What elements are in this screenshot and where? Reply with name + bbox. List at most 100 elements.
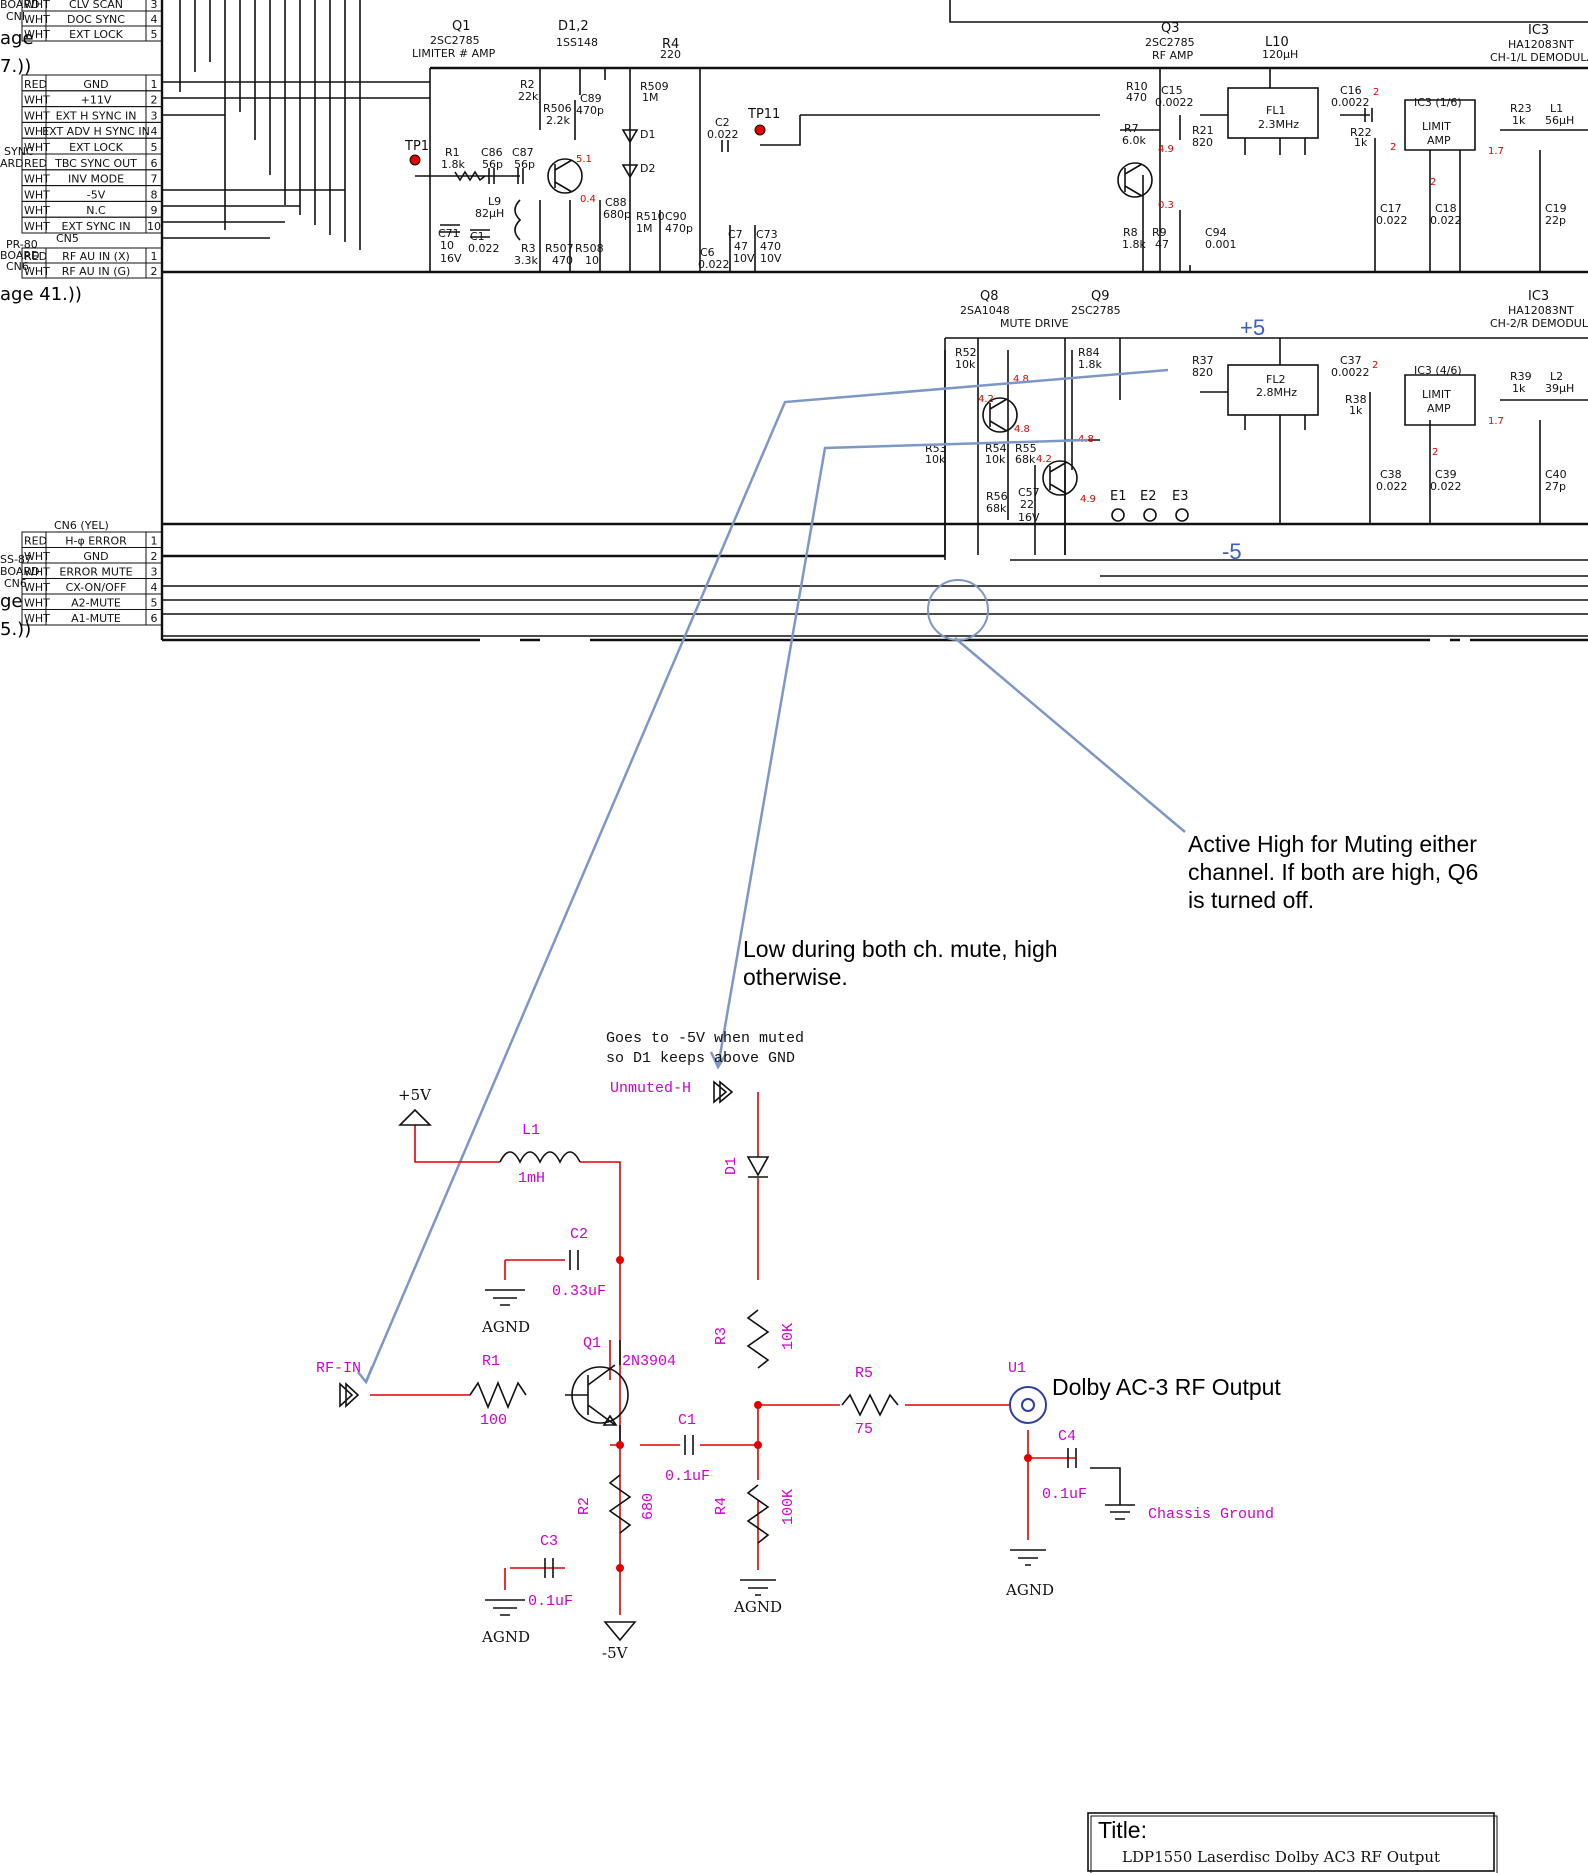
label-d12-part: 1SS148 bbox=[556, 36, 598, 49]
voltage-reading: 4.8 bbox=[1013, 374, 1029, 385]
label-r22: R22 bbox=[1350, 126, 1372, 139]
label-r54-val: 10k bbox=[985, 453, 1006, 466]
label-c90: C90 bbox=[665, 210, 687, 223]
cn6-wire-color: WHT bbox=[24, 612, 50, 625]
label-r508: R508 bbox=[575, 242, 604, 255]
q1-part-label: 2N3904 bbox=[622, 1353, 676, 1370]
label-limit-amp-1: LIMIT bbox=[1422, 388, 1451, 401]
cn6-pin-number: 4 bbox=[151, 581, 158, 594]
cn6-wire-color: WHT bbox=[24, 566, 50, 579]
label-r9-val: 47 bbox=[1155, 238, 1169, 251]
label-c40-val: 27p bbox=[1545, 480, 1566, 493]
page-ref-3b: 5.)) bbox=[0, 619, 31, 640]
label-limit-amp-2: AMP bbox=[1427, 402, 1451, 415]
label-fl1-val: 2.3MHz bbox=[1258, 118, 1299, 131]
r2-label: R2 bbox=[576, 1497, 593, 1515]
label-c94: C94 bbox=[1205, 226, 1227, 239]
arrow-rf-in bbox=[364, 368, 1169, 1383]
label-e2: E2 bbox=[1140, 489, 1157, 504]
page-ref-1b: 7.)) bbox=[0, 56, 31, 77]
pr80-board: BOARD bbox=[0, 249, 39, 262]
sync-label: SYNC bbox=[4, 145, 34, 158]
voltage-reading: 4.8 bbox=[1014, 424, 1030, 435]
label-r506: R506 bbox=[543, 102, 572, 115]
label-q8: Q8 bbox=[980, 289, 999, 304]
label-r37: R37 bbox=[1192, 354, 1214, 367]
label-e1: E1 bbox=[1110, 489, 1127, 504]
sync-pin-number: 5 bbox=[151, 141, 158, 154]
q8-q9-stage bbox=[944, 338, 1588, 555]
cn5-pin-number: 2 bbox=[151, 265, 158, 278]
mute-highlight-circle bbox=[927, 579, 989, 641]
label-c38: C38 bbox=[1380, 468, 1402, 481]
label-c2: C2 bbox=[715, 116, 730, 129]
cn1-wire-color: WHT bbox=[24, 28, 50, 41]
label-c57: C57 bbox=[1018, 486, 1040, 499]
label-c15-val: 0.0022 bbox=[1155, 96, 1194, 109]
label-ic3-16: IC3 (1/6) bbox=[1414, 96, 1462, 109]
cn6-bus-lines bbox=[162, 585, 1588, 637]
annotation-active-high-1: Active High for Muting either bbox=[1188, 831, 1477, 857]
label-c16: C16 bbox=[1340, 84, 1362, 97]
cn6-label: CN6 (YEL) bbox=[54, 519, 109, 532]
cn1-wire-color: WHT bbox=[24, 0, 50, 11]
label-ic3-46: IC3 (4/6) bbox=[1414, 364, 1462, 377]
label-r2-val: 22k bbox=[518, 90, 539, 103]
label-c73-v: 10V bbox=[760, 252, 782, 265]
sync-label-2: ARD bbox=[0, 157, 24, 170]
label-q3-part: 2SC2785 bbox=[1145, 36, 1195, 49]
sync-wire-color: WHT bbox=[24, 220, 50, 233]
r3-value: 10K bbox=[780, 1323, 797, 1350]
label-r38-val: 1k bbox=[1349, 404, 1363, 417]
label-l9: L9 bbox=[488, 195, 501, 208]
label-r84: R84 bbox=[1078, 346, 1100, 359]
board-cn1-label: CNI bbox=[6, 10, 25, 23]
label-fl2: FL2 bbox=[1266, 373, 1285, 386]
voltage-reading: 4.2 bbox=[978, 394, 994, 405]
label-l2-top-val: 39μH bbox=[1545, 382, 1574, 395]
label-r53-val: 10k bbox=[925, 453, 946, 466]
label-ic3-bot: IC3 bbox=[1528, 289, 1549, 304]
label-r4: R4 bbox=[662, 37, 679, 52]
label-c18: C18 bbox=[1435, 202, 1457, 215]
label-c57-val: 22 bbox=[1020, 498, 1034, 511]
chassis-ground-label: Chassis Ground bbox=[1148, 1506, 1274, 1523]
label-ic3-bot-func: CH-2/R DEMODULATOR LI bbox=[1490, 317, 1588, 330]
voltage-reading: 2 bbox=[1373, 87, 1379, 98]
r2-value: 680 bbox=[640, 1493, 657, 1520]
c4-value: 0.1uF bbox=[1042, 1486, 1087, 1503]
r4-label: R4 bbox=[713, 1497, 730, 1515]
sync-wire-color: WHT bbox=[24, 141, 50, 154]
annotation-active-high-3: is turned off. bbox=[1188, 887, 1314, 913]
right-bus-lines bbox=[1010, 559, 1588, 577]
cn6-signal-label: H-φ ERROR bbox=[65, 535, 127, 548]
label-c6: C6 bbox=[700, 246, 715, 259]
label-q1-part: 2SC2785 bbox=[430, 34, 480, 47]
label-q1-func: LIMITER # AMP bbox=[412, 47, 496, 60]
label-r1: R1 bbox=[445, 146, 460, 159]
cn6-signal-label: ERROR MUTE bbox=[59, 566, 132, 579]
label-c37: C37 bbox=[1340, 354, 1362, 367]
label-r52-val: 10k bbox=[955, 358, 976, 371]
annotation-active-high-2: channel. If both are high, Q6 bbox=[1188, 859, 1478, 885]
q1-label: Q1 bbox=[583, 1335, 601, 1352]
label-c6-val: 0.022 bbox=[698, 258, 730, 271]
label-c17: C17 bbox=[1380, 202, 1402, 215]
r3-label: R3 bbox=[713, 1327, 730, 1345]
sync-pin-number: 10 bbox=[147, 220, 161, 233]
label-q9: Q9 bbox=[1091, 289, 1110, 304]
cn1-pin-number: 3 bbox=[151, 0, 158, 11]
annotation-low-during-1: Low during both ch. mute, high bbox=[743, 936, 1058, 962]
cn5-label: CN5 bbox=[56, 232, 79, 245]
label-r507: R507 bbox=[545, 242, 574, 255]
c1-label: C1 bbox=[678, 1412, 696, 1429]
annotation-low-during-2: otherwise. bbox=[743, 964, 848, 990]
agnd-label-r4: AGND bbox=[733, 1598, 782, 1616]
cn6-signal-label: CX-ON/OFF bbox=[66, 581, 127, 594]
cn6-signal-label: A1-MUTE bbox=[71, 612, 121, 625]
agnd-label-c2: AGND bbox=[481, 1318, 530, 1336]
bottom-schematic bbox=[339, 1080, 1135, 1642]
cn6-signal-label: A2-MUTE bbox=[71, 597, 121, 610]
label-q3-func: RF AMP bbox=[1152, 49, 1193, 62]
